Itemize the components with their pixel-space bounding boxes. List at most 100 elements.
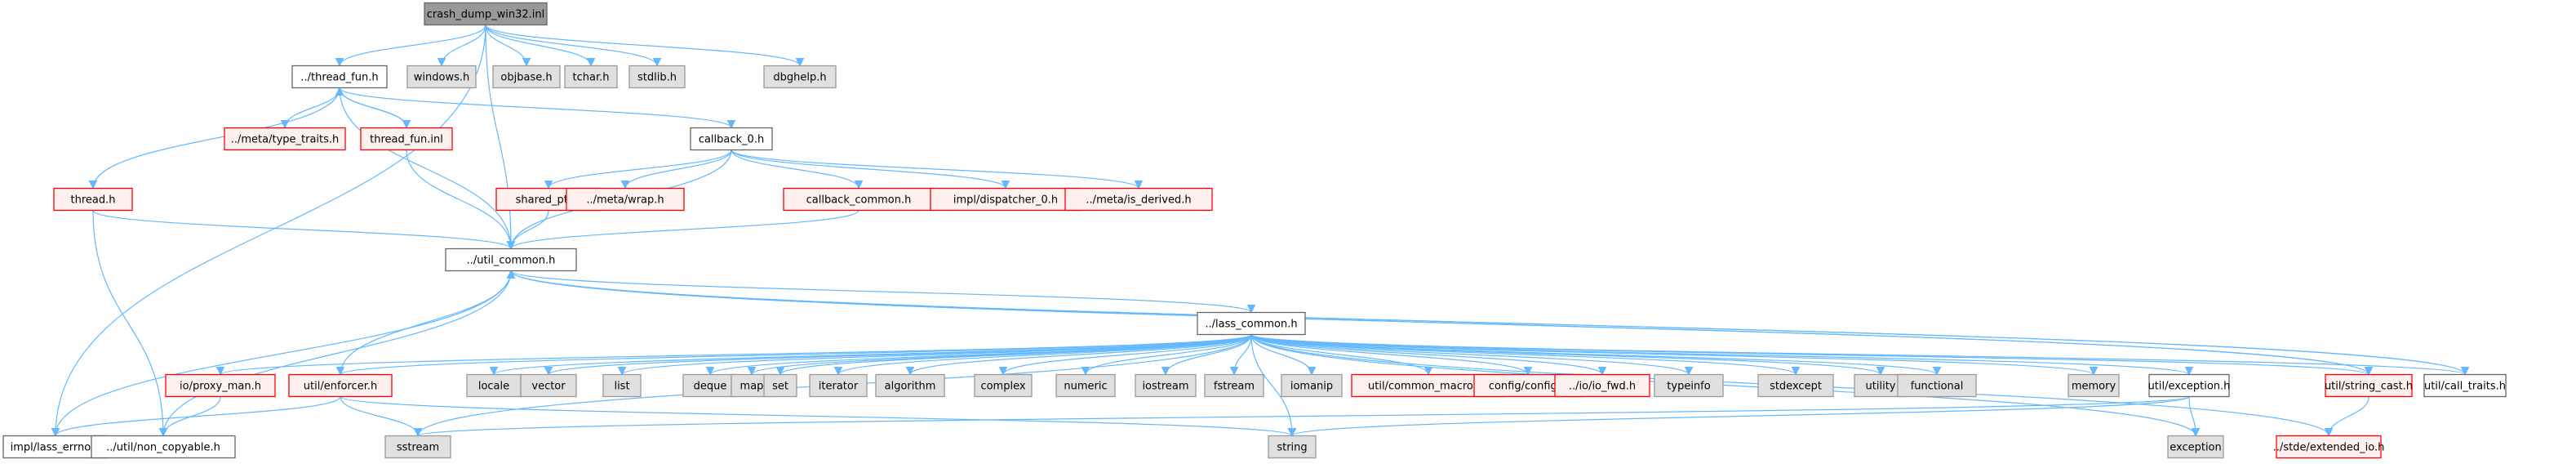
node-dispatcher-0-h[interactable]: impl/dispatcher_0.h [930, 187, 1081, 212]
node-memory[interactable]: memory [2067, 373, 2120, 398]
node-iomanip[interactable]: iomanip [1281, 373, 1343, 398]
node-box[interactable] [424, 2, 548, 26]
node-box[interactable] [628, 65, 686, 89]
node-util-common-h[interactable]: ../util_common.h [445, 248, 577, 272]
node-box[interactable] [564, 65, 618, 89]
node-box[interactable] [445, 248, 577, 272]
node-type-traits-h[interactable]: ../meta/type_traits.h [224, 127, 346, 151]
node-lass-errno-h[interactable]: impl/lass_errno.h [2, 435, 109, 459]
node-box[interactable] [1281, 373, 1343, 398]
node-box[interactable] [930, 187, 1081, 212]
node-box[interactable] [2148, 373, 2230, 398]
node-root[interactable]: crash_dump_win32.inl [424, 2, 548, 26]
node-box[interactable] [2276, 435, 2382, 459]
node-deque[interactable]: deque [682, 373, 738, 398]
node-exception-h[interactable]: util/exception.h [2148, 373, 2231, 398]
node-wrap-h[interactable]: ../meta/wrap.h [566, 187, 685, 212]
node-box[interactable] [690, 127, 773, 151]
node-label: exception [2170, 442, 2222, 454]
node-box[interactable] [360, 127, 453, 151]
node-box[interactable] [2325, 373, 2413, 398]
node-label: ../meta/type_traits.h [231, 134, 340, 146]
edge-thread_fun_h-to-thread_fun_inl [339, 87, 411, 129]
node-box[interactable] [91, 435, 236, 459]
node-box[interactable] [53, 187, 133, 212]
node-box[interactable] [1268, 435, 1317, 459]
node-locale[interactable]: locale [466, 373, 522, 398]
node-box[interactable] [2, 435, 109, 459]
node-exception[interactable]: exception [2167, 435, 2224, 459]
node-callback-0-h[interactable]: callback_0.h [690, 127, 773, 151]
node-box[interactable] [2423, 373, 2507, 398]
node-box[interactable] [1757, 373, 1834, 398]
node-box[interactable] [492, 65, 561, 89]
node-iostream[interactable]: iostream [1135, 373, 1197, 398]
node-shared-ptr-h[interactable]: shared_ptr.h [495, 187, 602, 212]
node-thread-fun-inl[interactable]: thread_fun.inl [360, 127, 453, 151]
node-vector[interactable]: vector [520, 373, 577, 398]
node-thread-h[interactable]: thread.h [53, 187, 133, 212]
node-box[interactable] [1055, 373, 1116, 398]
node-functional[interactable]: functional [1897, 373, 1977, 398]
arrowhead-icon [833, 366, 843, 376]
node-numeric[interactable]: numeric [1055, 373, 1116, 398]
node-call-traits-h[interactable]: util/call_traits.h [2423, 373, 2507, 398]
node-fstream[interactable]: fstream [1204, 373, 1264, 398]
node-extended-io-h[interactable]: ../stde/extended_io.h [2273, 435, 2385, 459]
node-enforcer-h[interactable]: util/enforcer.h [288, 373, 393, 398]
arrowhead-icon [905, 366, 915, 376]
node-box[interactable] [406, 65, 477, 89]
node-callback-common-h[interactable]: callback_common.h [783, 187, 935, 212]
node-box[interactable] [384, 435, 451, 459]
node-box[interactable] [2167, 435, 2224, 459]
node-box[interactable] [288, 373, 393, 398]
arrowhead-icon [522, 57, 531, 67]
node-box[interactable] [763, 65, 837, 89]
node-iterator[interactable]: iterator [809, 373, 868, 398]
node-box[interactable] [809, 373, 868, 398]
node-box[interactable] [2067, 373, 2120, 398]
node-proxy-man-h[interactable]: io/proxy_man.h [165, 373, 276, 398]
node-box[interactable] [1897, 373, 1977, 398]
node-sstream[interactable]: sstream [384, 435, 451, 459]
node-box[interactable] [1064, 187, 1213, 212]
arrowhead-icon [2089, 366, 2099, 376]
node-box[interactable] [1197, 311, 1306, 336]
node-string[interactable]: string [1268, 435, 1317, 459]
node-label: thread.h [71, 194, 116, 207]
arrowhead-icon [1246, 304, 1256, 314]
node-thread-fun-h[interactable]: ../thread_fun.h [291, 65, 388, 89]
node-box[interactable] [1135, 373, 1197, 398]
node-dbghelp-h[interactable]: dbghelp.h [763, 65, 837, 89]
node-box[interactable] [974, 373, 1033, 398]
node-box[interactable] [783, 187, 935, 212]
node-complex[interactable]: complex [974, 373, 1033, 398]
node-label: map [740, 381, 764, 393]
node-box[interactable] [1654, 373, 1724, 398]
node-stdlib-h[interactable]: stdlib.h [628, 65, 686, 89]
node-box[interactable] [224, 127, 346, 151]
node-stdexcept[interactable]: stdexcept [1757, 373, 1834, 398]
node-box[interactable] [291, 65, 388, 89]
node-objbase-h[interactable]: objbase.h [492, 65, 561, 89]
node-set[interactable]: set [763, 373, 797, 398]
node-typeinfo[interactable]: typeinfo [1654, 373, 1724, 398]
node-io-fwd-h[interactable]: ../io/io_fwd.h [1554, 373, 1650, 398]
node-box[interactable] [566, 187, 685, 212]
node-box[interactable] [165, 373, 276, 398]
node-tchar-h[interactable]: tchar.h [564, 65, 618, 89]
node-is-derived-h[interactable]: ../meta/is_derived.h [1064, 187, 1213, 212]
node-box[interactable] [875, 373, 945, 398]
node-list[interactable]: list [602, 373, 642, 398]
node-string-cast-h[interactable]: util/string_cast.h [2325, 373, 2413, 398]
node-box[interactable] [763, 373, 797, 398]
node-algorithm[interactable]: algorithm [875, 373, 945, 398]
node-box[interactable] [520, 373, 577, 398]
node-box[interactable] [602, 373, 642, 398]
node-non-copyable-h[interactable]: ../util/non_copyable.h [91, 435, 236, 459]
node-box[interactable] [1204, 373, 1264, 398]
node-lass-common-h[interactable]: ../lass_common.h [1197, 311, 1306, 336]
node-box[interactable] [682, 373, 738, 398]
node-windows-h[interactable]: windows.h [406, 65, 477, 89]
node-box[interactable] [1554, 373, 1650, 398]
